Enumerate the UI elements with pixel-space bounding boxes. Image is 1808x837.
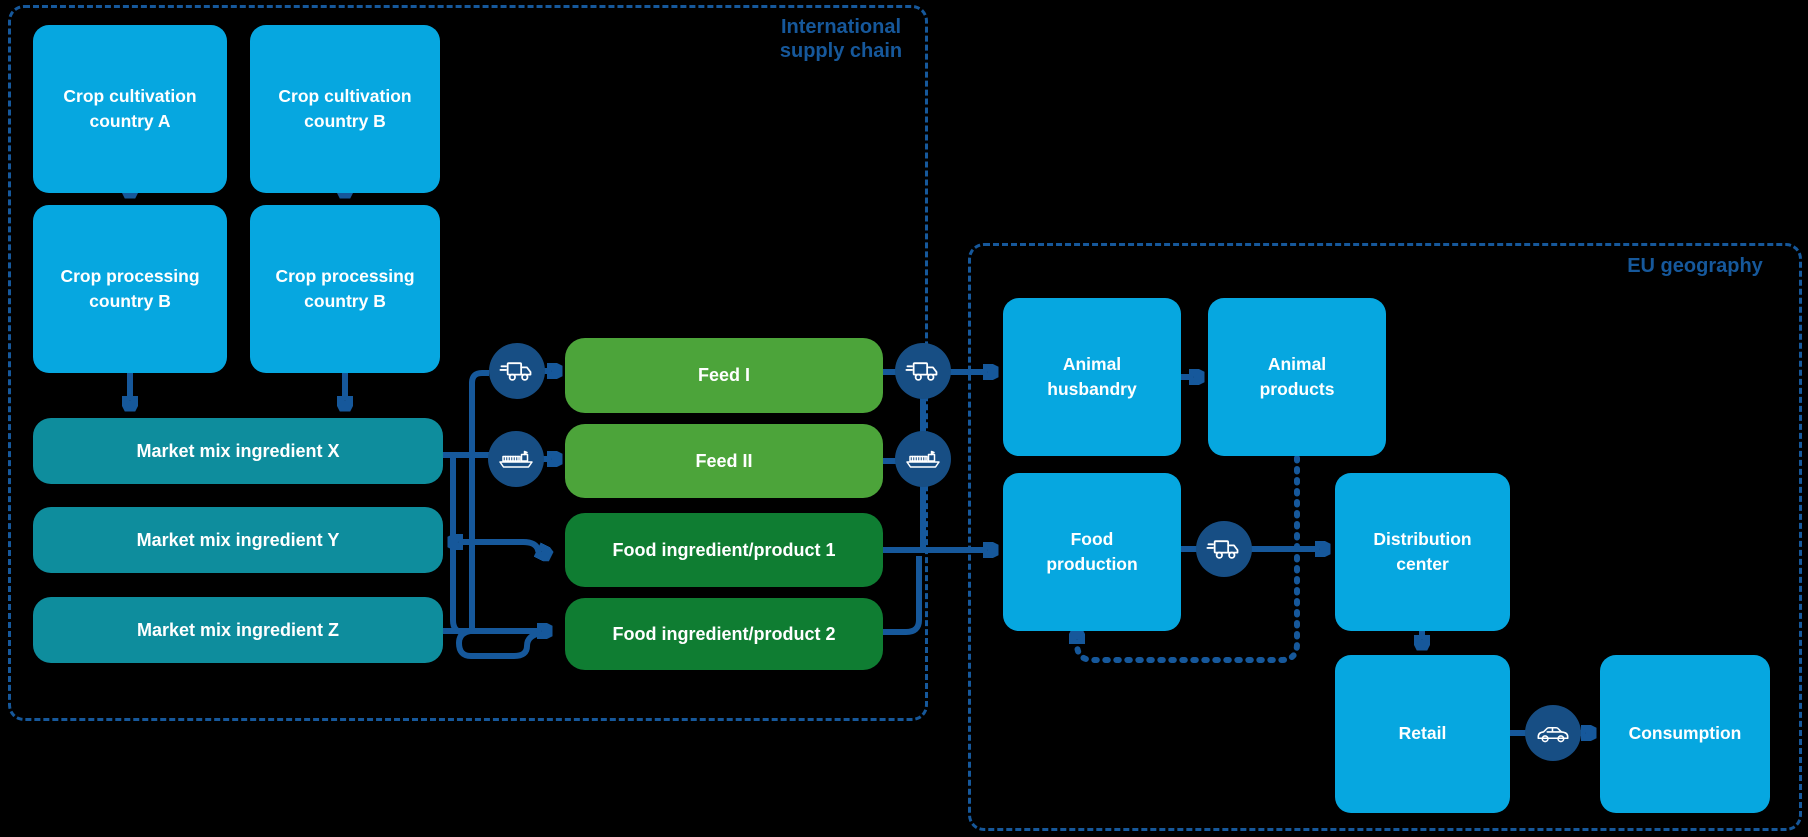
line-food-product-2-merge — [883, 556, 922, 635]
transport-circle-feed2-right — [895, 431, 951, 487]
transport-circle-feed1-left — [489, 343, 545, 399]
car-icon — [1537, 726, 1569, 742]
node-crop-cultivation-a: Crop cultivation country A — [33, 25, 227, 193]
node-label: Crop cultivation country B — [278, 85, 412, 131]
node-crop-cultivation-b: Crop cultivation country B — [250, 25, 440, 193]
node-label: Food production — [1046, 528, 1138, 574]
node-label: Crop cultivation country A — [63, 85, 197, 131]
truck-icon — [499, 361, 532, 381]
trunk-left-vertical-1 — [469, 370, 489, 630]
node-animal-products: Animal products — [1208, 298, 1386, 456]
truck-icon — [905, 361, 938, 381]
node-label: Distribution center — [1373, 528, 1472, 574]
node-distribution-center: Distribution center — [1335, 473, 1510, 631]
node-market-mix-x: Market mix ingredient X — [33, 418, 443, 484]
node-retail: Retail — [1335, 655, 1510, 813]
dashed-feedback-animal-products-to-food-production — [1077, 455, 1300, 663]
node-label: Feed I — [697, 365, 750, 386]
eu-geography-container — [968, 243, 1802, 831]
node-label: Crop processing country B — [60, 265, 200, 311]
node-consumption: Consumption — [1600, 655, 1770, 813]
node-crop-processing-b: Crop processing country B — [250, 205, 440, 373]
node-market-mix-z: Market mix ingredient Z — [33, 597, 443, 663]
eu-geography-label: EU geography — [1627, 255, 1763, 277]
node-label: Food ingredient/product 2 — [612, 623, 836, 644]
transport-circle-food-to-distribution — [1196, 521, 1252, 577]
node-label: Animal products — [1259, 353, 1335, 399]
transport-circle-feed2-left — [488, 431, 544, 487]
node-label: Market mix ingredient Y — [136, 529, 340, 550]
node-crop-processing-a: Crop processing country B — [33, 205, 227, 373]
cargo-ship-icon — [906, 450, 940, 468]
node-label: Retail — [1398, 723, 1447, 744]
transport-circle-feed1-right — [895, 343, 951, 399]
truck-icon — [1206, 539, 1239, 559]
transport-circle-retail-to-consumption — [1525, 705, 1581, 761]
node-label: Crop processing country B — [275, 265, 415, 311]
node-label: Market mix ingredient X — [136, 440, 340, 461]
node-label: Food ingredient/product 1 — [612, 539, 836, 560]
node-food-product-2: Food ingredient/product 2 — [565, 598, 883, 670]
node-feed-1: Feed I — [565, 338, 883, 413]
loop-under-market-mix-z — [455, 628, 538, 659]
arrow-to-food-product-1 — [472, 539, 540, 551]
node-label: Market mix ingredient Z — [136, 619, 340, 640]
node-food-production: Food production — [1003, 473, 1181, 631]
node-label: Feed II — [695, 450, 753, 471]
node-feed-2: Feed II — [565, 424, 883, 498]
node-animal-husbandry: Animal husbandry — [1003, 298, 1181, 456]
node-market-mix-y: Market mix ingredient Y — [33, 507, 443, 573]
node-label: Animal husbandry — [1047, 353, 1137, 399]
node-label: Consumption — [1628, 723, 1742, 744]
international-supply-chain-label: International supply chain — [779, 16, 903, 62]
cargo-ship-icon — [499, 450, 533, 468]
node-food-product-1: Food ingredient/product 1 — [565, 513, 883, 587]
